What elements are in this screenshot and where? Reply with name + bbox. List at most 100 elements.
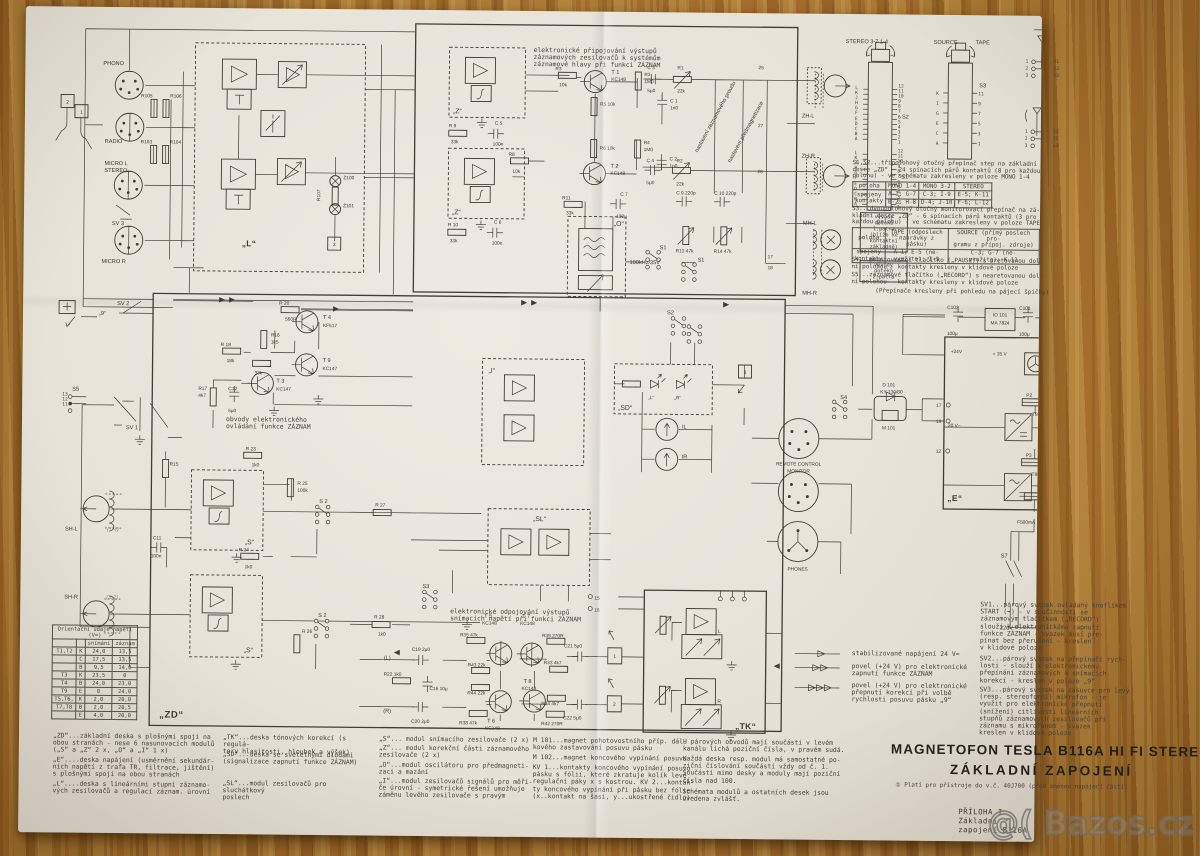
vt-cell xyxy=(52,654,77,664)
vt-cell: T5,T6, xyxy=(51,694,77,704)
table1-h1: MONO 1-4 xyxy=(885,181,919,191)
c16-label: C16 10μ xyxy=(429,686,448,692)
table1-cell: E-5; K-11 xyxy=(954,190,992,200)
r20-label: R 20 xyxy=(279,301,290,307)
r42-label: R42 270R xyxy=(541,721,563,727)
e-board-label: „E“ xyxy=(947,493,962,503)
vt-cell: 24,0 xyxy=(84,679,113,688)
r34-label: R34 4k7 xyxy=(541,701,559,707)
table1-cell: C-3; I-9 xyxy=(918,190,956,200)
r28-value: 1k0 xyxy=(378,632,386,638)
r3-label: R3 xyxy=(555,66,562,72)
schematic-sheet: PHONO RADIO MICRO L STEREO SV 3 MICRO R … xyxy=(18,6,1200,842)
vt-cell: T4 xyxy=(51,678,77,688)
t8-label: T 8 xyxy=(523,679,531,685)
board-l-label: „L“ xyxy=(242,238,257,248)
r6-label: R6 10k xyxy=(600,146,616,152)
r1-label: R1 xyxy=(677,65,684,71)
title-block: MAGNETOFON TESLA B116A HI FI STEREO ZÁKL… xyxy=(891,741,1200,790)
t3-type: KC147 xyxy=(276,387,291,393)
vt-cell: 0 xyxy=(84,687,113,696)
r26-label: R 26 xyxy=(302,629,313,635)
sh-r-label: SH-R xyxy=(64,595,78,601)
i-module-label: „I“ xyxy=(488,368,495,375)
c12-label: C12 xyxy=(228,386,237,392)
schematic-drawing: PHONO RADIO MICRO L STEREO SV 3 MICRO R … xyxy=(55,23,1042,741)
o-module-label: „O“ xyxy=(614,221,625,228)
remote-control-label: REMOTE CONTROL xyxy=(776,461,822,467)
r3b-value: 1M0 xyxy=(644,79,654,85)
m101-label: M 101 xyxy=(882,425,896,431)
t5-label: T 5 xyxy=(484,614,492,620)
v24-label: +24V xyxy=(951,349,963,355)
tape-heads xyxy=(805,67,851,281)
connector2-label: 2 xyxy=(613,702,616,708)
tk-l-channel: L xyxy=(718,629,721,635)
v20-label: 20 V~ xyxy=(948,423,961,429)
table1-h2: MONO 3-2 xyxy=(918,182,956,191)
pause-pins-right: 11 12 13 xyxy=(1053,60,1060,80)
sv1-label: SV 1 xyxy=(126,425,138,431)
lamp-z101-label: Ž101 xyxy=(343,201,354,209)
jack2-label: 2 xyxy=(66,100,69,106)
mh-r-label: MH-R xyxy=(802,291,817,297)
voltage-table-title: Orientační údaje napětí (V=) xyxy=(52,624,138,640)
connector3a-label: 3 xyxy=(333,242,336,248)
r105-label: R105 xyxy=(141,93,153,99)
zh-l-label: ZH-L xyxy=(802,114,814,120)
record-pins-left: 1 2 3 xyxy=(1024,129,1028,149)
footnote-e: „E“....deska napájení (usměrnění sekundá… xyxy=(52,755,215,780)
t4-type: KF517 xyxy=(323,323,338,329)
r103-label: R103 xyxy=(141,139,153,145)
mh-l-label: MH-L xyxy=(803,221,817,227)
aux-connectors xyxy=(777,391,907,563)
r25-value: 100k xyxy=(297,488,308,494)
vt-cell: 20,0 xyxy=(112,711,137,720)
table1-h0: poloha xyxy=(852,181,886,191)
c5-label: C 5 xyxy=(495,121,503,127)
c102-label: C102 xyxy=(947,305,959,311)
r18-label: R 18 xyxy=(221,342,232,348)
s5-contacts-label: S5 xyxy=(72,387,79,393)
c2-label: C 2 xyxy=(670,156,678,162)
t4-label: T 4 xyxy=(323,315,331,321)
note-s1s2: S1,S2...třípolohový otočný přepínač step… xyxy=(852,160,1041,181)
vt-cell: E xyxy=(76,711,85,720)
r107-label: R107 xyxy=(316,189,322,201)
vt-cell: 2,0 xyxy=(84,695,113,704)
stereo-positions-label: STEREO 3-7 1-4 xyxy=(846,39,888,45)
bias-note: nastavení předmagnetizace xyxy=(727,101,765,164)
sl-module-label: „SL“ xyxy=(533,516,547,523)
c19-label: C19 2μ0 xyxy=(412,647,431,653)
r2-value: 22k xyxy=(676,181,684,187)
r1-value: 22k xyxy=(677,88,685,94)
r106-label: R106 xyxy=(170,94,182,100)
pin18: 18 xyxy=(767,265,773,271)
note-sv1: SV1...párový svazek ovládaný knoflíkem S… xyxy=(979,600,1127,653)
t9-type: KC147 xyxy=(322,366,337,372)
speed9-label: „9“ xyxy=(99,311,106,317)
sd-led-r: „R“ xyxy=(674,395,681,401)
pause-pins-left: 1 2 3 xyxy=(1025,59,1029,79)
board-outlines xyxy=(148,23,1042,734)
left-channel-mark: (L) xyxy=(384,656,391,662)
r25-label: R 25 xyxy=(297,481,308,487)
vt-cell: 2,0 xyxy=(84,703,113,712)
r8-label: R8 xyxy=(509,152,516,158)
table2-h0: poloha xyxy=(852,227,886,249)
meter-ir-label: IR xyxy=(682,454,688,460)
input-connectors xyxy=(55,70,170,255)
vt-cell: 4,0 xyxy=(84,711,113,720)
c20-label: C20 2μ0 xyxy=(411,719,430,725)
footnote-sl: „SL“...modul zesilovačů pro sluchátkový … xyxy=(222,779,327,802)
s3-contacts-label: S3 xyxy=(422,584,429,590)
vt-cell: 23,5 xyxy=(84,671,113,680)
v35-label: + 35 V xyxy=(993,351,1008,357)
vt-cell: 20,5 xyxy=(112,703,137,712)
footnote-z: „Z“... modul korekční části záznamového … xyxy=(378,743,529,760)
vt-cell: 24,0 xyxy=(84,647,113,656)
vt-cell: K xyxy=(76,671,85,680)
t8-type: KC148 xyxy=(521,686,536,692)
c2-value: 1n0 xyxy=(669,163,677,169)
r4-value: 1M0 xyxy=(644,147,654,153)
